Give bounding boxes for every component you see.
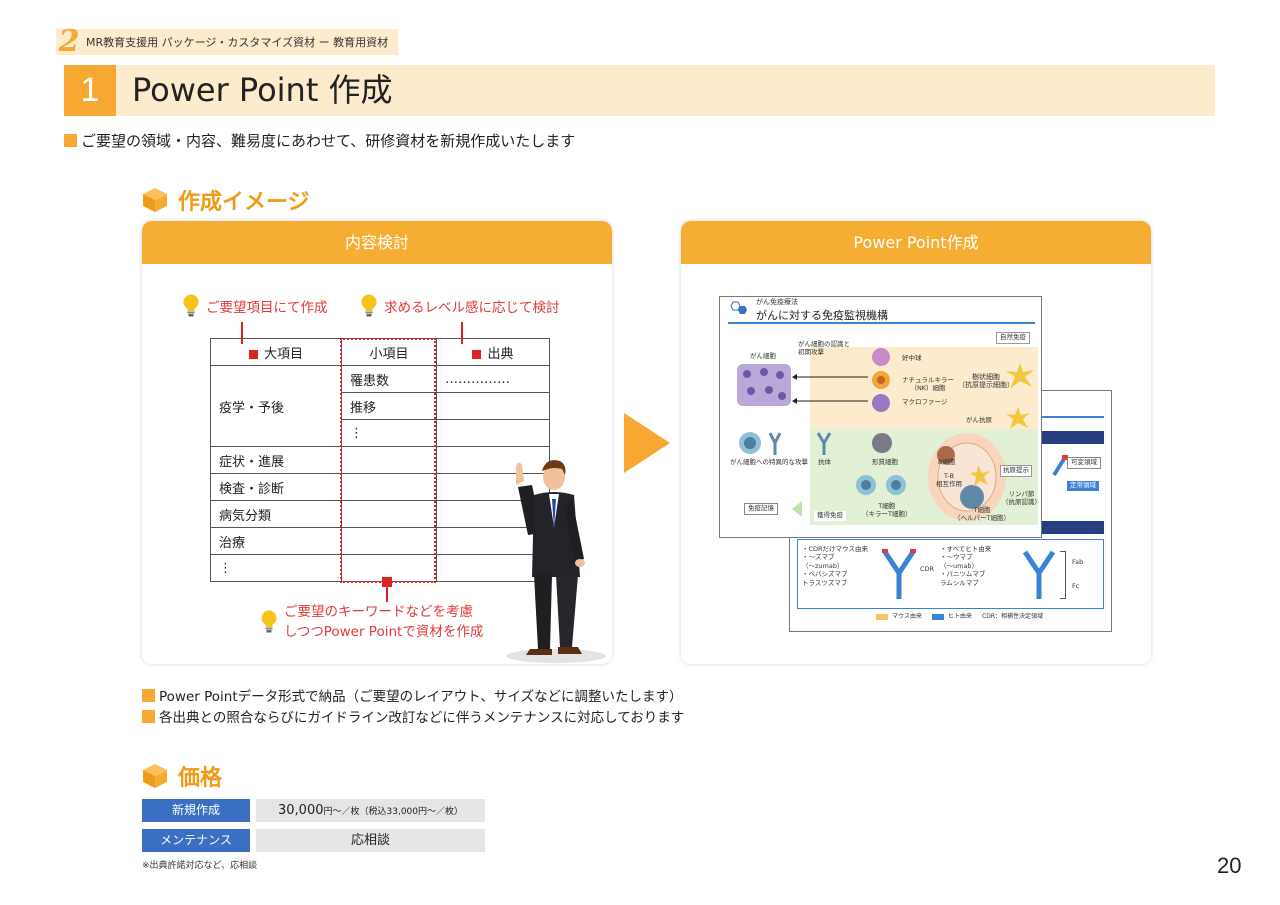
slide-title: がんに対する免疫監視機構 [756,309,888,322]
price-value-maintenance: 応相談 [256,829,485,852]
variable-region-label: 可変領域 [1067,457,1101,469]
price-heading-text: 価格 [178,766,223,791]
price-heading: 価格 [142,760,222,792]
content-review-panel: 内容検討 ご要望項目にて作成 求めるレベル感に応じて検討 大項目 [142,221,612,664]
hexagon-logo-icon [730,301,747,314]
price-key-new: 新規作成 [142,799,250,822]
plasma-label: 形質細胞 [872,458,898,466]
bullet-square-icon [64,134,77,147]
note-format: Power Pointデータ形式で納品（ご要望のレイアウト、サイズなどに調整いた… [142,685,682,705]
image-heading: 作成イメージ [142,184,310,216]
initial-attack-label: がん細胞の認識と 初期攻撃 [798,340,850,356]
human-list: ・すべてヒト由来 ・〜ウマブ （〜umab） ・パニツムマブ ラムシルマブ [940,545,992,587]
table-header-row: 大項目 小項目 出典 [210,338,550,366]
intro-line: ご要望の領域・内容、難易度にあわせて、研修資材を新規作成いたします [64,130,575,151]
note-maintenance: 各出典との照合ならびにガイドライン改訂などに伴うメンテナンスに対応しております [142,706,684,726]
acquired-cells-illustration [739,432,906,495]
specific-attack-label: がん細胞への特異的な攻撃 [730,458,808,466]
constant-region-label: 定常領域 [1067,481,1099,491]
antigen-presentation-label: 抗原提示 [1000,465,1032,477]
powerpoint-panel: Power Point作成 可変領域 定常領域 ・CDRだけマウス由来 ・〜ズマ… [681,221,1151,664]
table-row: 病気分類 [210,500,550,528]
innate-badge: 自然免疫 [996,332,1030,344]
cancer-cell-label: がん細胞 [750,352,776,360]
selected-column-outline [340,338,436,583]
slide-legend: マウス由来 ヒト由来 CDR：相補性決定領域 [876,613,1043,620]
memory-label: 免疫記憶 [744,503,778,515]
section-text: MR教育支援用 パッケージ・カスタマイズ資材 ー 教育用資材 [86,36,389,49]
fab-label: Fab [1072,558,1084,566]
antibody-fragment-icon [1052,455,1068,477]
macrophage-label: マクロファージ [902,398,948,406]
hint-keywords: ご要望のキーワードなどを考慮 しつつPower Pointで資材を作成 [260,602,483,642]
intro-text: ご要望の領域・内容、難易度にあわせて、研修資材を新規作成いたします [81,132,576,150]
image-heading-text: 作成イメージ [178,190,310,215]
fc-label: Fc [1072,582,1080,590]
dendritic-label: 樹状細胞 （抗原提示細胞） [958,373,1014,390]
title-number: 1 [64,65,116,116]
page-title: Power Point 作成 [132,71,393,109]
dendritic-cell-illustration [1006,363,1034,389]
human-antibody-icon [1022,550,1056,599]
section-tag: 2 MR教育支援用 パッケージ・カスタマイズ資材 ー 教育用資材 [56,24,399,59]
neutrophil-label: 好中球 [902,354,922,362]
price-row-new: 新規作成 30,000円〜／枚（税込33,000円〜／枚） [142,799,485,822]
innate-attack-arrows [792,374,868,404]
hint-requested-items: ご要望項目にて作成 [182,294,328,318]
humanized-antibody-icon [882,549,916,599]
content-table: 大項目 小項目 出典 疫学・予後 罹患数 …………… 推移 ⋮ 症状・進展 [210,338,550,582]
innate-immunity-area [810,347,1038,429]
helper-t-label: T細胞 （ヘルパーT細胞） [954,506,1010,522]
lightbulb-icon [361,294,377,317]
price-value-new: 30,000円〜／枚（税込33,000円〜／枚） [256,799,485,822]
hint-level: 求めるレベル感に応じて検討 [360,294,560,318]
cdr-label: CDR [920,565,935,573]
cancer-cells-illustration [737,364,791,406]
businessman-illustration [506,460,606,663]
acquired-label: 獲得免疫 [814,511,846,521]
arrow-right-icon [624,413,670,473]
front-slide-thumbnail: がん免疫療法 がんに対する免疫監視機構 自然免疫 がん細胞 がん細胞の認識と 初… [719,296,1042,538]
cube-icon [143,188,167,212]
panel-title: 内容検討 [142,221,612,264]
page-number: 20 [1217,853,1242,878]
price-key-maintenance: メンテナンス [142,829,250,852]
table-row: ⋮ [211,419,550,447]
innate-cells-illustration [872,348,890,412]
lightbulb-icon [261,610,277,633]
panel-title: Power Point作成 [681,221,1151,264]
price-footnote: ※出典許諾対応など、応相談 [142,861,258,871]
cancer-antigen-label: がん抗原 [966,416,992,424]
table-row: 治療 [210,527,550,555]
table-row: 症状・進展 [210,446,550,474]
cube-icon [143,764,167,788]
humanized-list: ・CDRだけマウス由来 ・〜ズマブ （〜zumab） ・ベバシズマブ トラスツズ… [802,545,869,587]
lightbulb-icon [183,294,199,317]
lymph-node-illustration [928,433,1006,521]
title-bar: 1 Power Point 作成 [64,65,1215,116]
table-row: ⋮ [210,554,550,582]
killer-t-label: T細胞 （キラーT細胞） [862,502,912,518]
section-number: 2 [58,24,80,59]
antibody-label: 抗体 [818,458,831,466]
price-row-maintenance: メンテナンス 応相談 [142,829,485,852]
table-row: 推移 [211,392,550,420]
lymph-label: リンパ節 （抗原認識） [1002,490,1041,506]
b-cell-label: B細胞 [938,458,956,466]
nk-label: ナチュラルキラー （NK）細胞 [902,376,954,392]
table-row: 検査・診断 [210,473,550,501]
slide-category: がん免疫療法 [756,298,798,306]
tb-interaction-label: T-B 相互作用 [936,472,962,488]
